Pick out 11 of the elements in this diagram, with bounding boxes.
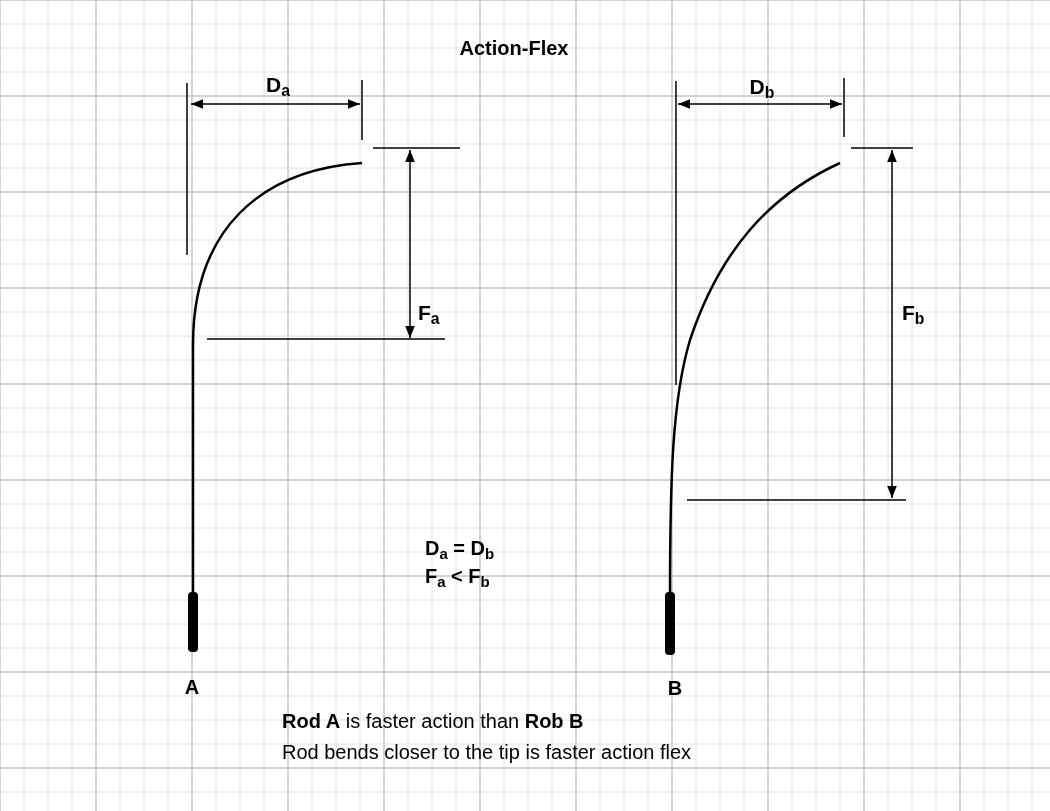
dimension-label: F$_{a}$ bbox=[418, 300, 440, 327]
dimension-label: D$_{b}$ bbox=[749, 74, 775, 101]
dimension-label: F$_{b}$ bbox=[902, 300, 925, 327]
note: Rod A is faster action than Rob B bbox=[282, 709, 584, 734]
equation: D$_{a}$ = D$_{b}$ bbox=[425, 536, 495, 561]
equation: F$_{a}$ < F$_{b}$ bbox=[425, 564, 490, 589]
title: Action-Flex bbox=[459, 38, 569, 58]
dimension-label: D$_{a}$ bbox=[266, 72, 290, 99]
note: Rod bends closer to the tip is faster action flex bbox=[282, 740, 692, 765]
rod-label: A bbox=[184, 675, 200, 700]
rod-label: B bbox=[667, 676, 683, 701]
